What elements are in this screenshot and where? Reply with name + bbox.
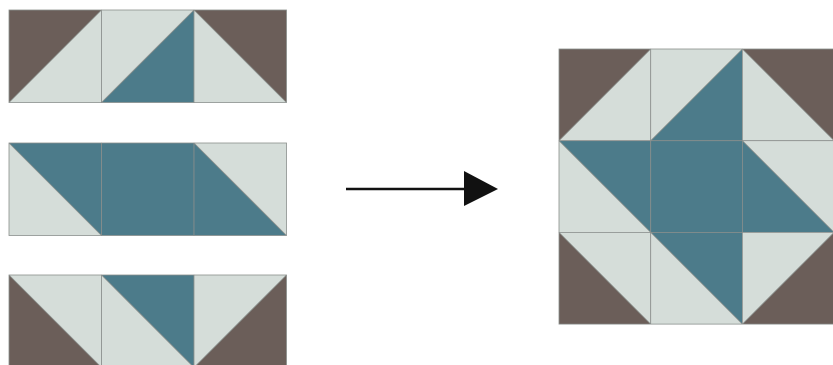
diagonal-seam — [8, 142, 102, 236]
assembled-patch-r3c1 — [558, 231, 652, 325]
arrow-head — [464, 171, 498, 206]
assembled-patch-r1c1 — [558, 48, 652, 142]
diagonal-seam — [101, 274, 193, 365]
middle-row — [8, 142, 287, 236]
diagonal-seam — [742, 48, 833, 141]
middle-row-patch-2 — [101, 142, 195, 236]
diagonal-seam — [558, 48, 651, 141]
diagonal-seam — [101, 9, 195, 103]
patch-outline — [193, 274, 287, 365]
assembled-patch-r3c3 — [742, 231, 833, 325]
arrow-icon — [346, 171, 498, 206]
top-row — [8, 9, 287, 103]
bottom-row-patch-3 — [193, 274, 287, 365]
top-row-patch-2 — [101, 9, 195, 103]
diagonal-seam — [193, 142, 287, 236]
assembled-patch-r1c2 — [650, 48, 743, 142]
diagonal-seam — [193, 9, 287, 103]
diagonal-seam — [195, 274, 287, 365]
middle-row-patch-1 — [8, 142, 102, 236]
teal-square — [650, 140, 743, 233]
diagonal-seam — [8, 9, 102, 103]
diagonal-seam — [558, 232, 651, 325]
teal-square — [101, 143, 194, 236]
assembled-patch-r2c2 — [650, 140, 743, 233]
assembled-patch-r2c3 — [742, 140, 833, 233]
bottom-row-patch-1 — [8, 274, 102, 365]
bottom-row — [8, 274, 287, 365]
patch-outline — [193, 9, 287, 103]
top-row-patch-1 — [8, 9, 102, 103]
diagonal-seam — [8, 274, 100, 365]
middle-row-patch-3 — [193, 142, 287, 236]
patch-outline — [742, 231, 833, 325]
assembled-patch-r3c2 — [650, 231, 743, 325]
assembled-patch-r2c1 — [558, 140, 652, 233]
diagonal-seam — [742, 140, 833, 232]
diagonal-seam — [742, 232, 833, 325]
diagonal-seam — [650, 48, 743, 141]
assembled-block — [558, 48, 833, 325]
diagonal-seam — [650, 232, 743, 325]
assembled-patch-r1c3 — [742, 48, 833, 142]
patch-outline — [193, 142, 287, 236]
diagonal-seam — [558, 140, 651, 233]
top-row-patch-3 — [193, 9, 287, 103]
bottom-row-patch-2 — [101, 274, 195, 365]
teal-triangle — [101, 275, 194, 365]
